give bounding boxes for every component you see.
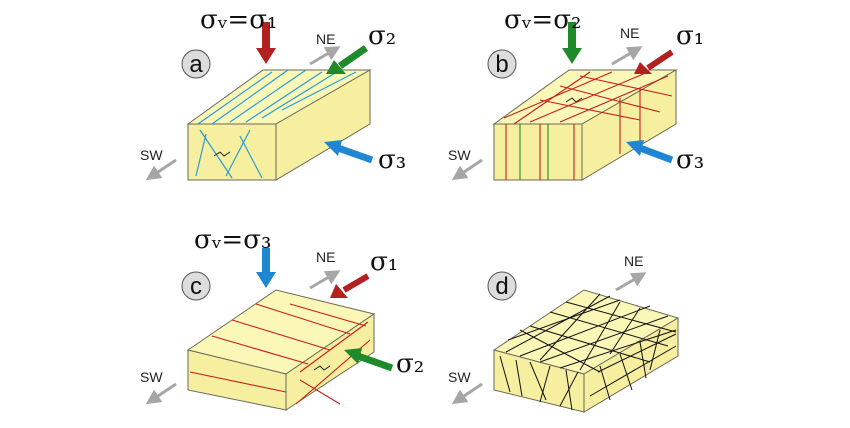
side-stress-arrow-b [634,49,674,74]
sw-label-c: SW [140,369,163,385]
block-d-right [583,317,679,413]
slip-marker-b [565,97,583,103]
panel-letter-circle-a [181,49,211,79]
slip-marker-c [313,365,331,371]
ne-arrow-a [309,46,341,66]
vertical-stress-arrow-c [256,248,276,288]
panel-d: NE SW d [448,253,680,413]
front-stress-arrow-c [344,348,394,372]
vertical-stress-label-a: σᵥ=σ₁ [200,5,277,35]
fractures-b [503,71,673,180]
front-stress-arrow-a [324,140,374,164]
side-stress-label-a: σ₂ [368,21,396,51]
block-b-right [581,69,677,181]
sw-arrow-d [451,382,483,405]
panel-letter-a: a [189,51,203,78]
ne-label-d: NE [624,253,643,269]
sw-label-a: SW [140,147,163,163]
panel-letter-circle-c [181,271,211,301]
panel-letter-c: c [190,273,202,300]
fractures-c [189,303,371,405]
side-stress-arrow-c [330,273,370,298]
block-a-right [275,69,371,181]
front-stress-label-b: σ₃ [676,145,704,175]
front-stress-label-c: σ₂ [396,349,424,379]
green-fractures-b [519,124,549,180]
sw-arrow-c [145,382,177,405]
ne-label-c: NE [316,249,335,265]
sw-label-d: SW [448,369,471,385]
ne-arrow-d [615,272,647,292]
panel-a: σᵥ=σ₁ σ₂ σ₃ NE SW a [140,5,406,181]
panel-letter-circle-b [487,49,517,79]
sw-arrow-a [145,158,177,181]
ne-arrow-b [611,46,643,66]
fractures-a [195,69,357,179]
side-stress-label-b: σ₁ [676,21,704,51]
side-stress-label-c: σ₁ [370,247,398,277]
slip-marker-a [213,151,231,157]
sw-label-b: SW [448,147,471,163]
vertical-stress-label-c: σᵥ=σ₃ [194,225,271,255]
vertical-stress-arrow-b [562,22,582,64]
fractures-d [499,293,677,411]
front-stress-arrow-b [626,140,674,164]
panel-letter-d: d [495,273,508,300]
block-c-right [285,313,375,411]
ne-label-a: NE [316,31,335,47]
panel-b: σᵥ=σ₂ σ₁ σ₃ NE SW b [448,5,704,181]
panel-letter-circle-d [487,271,517,301]
ne-arrow-c [309,270,341,290]
block-b-front [493,123,583,181]
panel-letter-b: b [495,51,508,78]
ne-label-b: NE [620,25,639,41]
side-stress-arrow-a [326,45,368,74]
vertical-stress-label-b: σᵥ=σ₂ [504,5,581,35]
panel-c: σᵥ=σ₃ σ₁ σ₂ NE SW c [140,225,424,411]
vertical-stress-arrow-a [256,22,276,64]
sw-arrow-b [451,158,483,181]
front-stress-label-a: σ₃ [378,145,406,175]
